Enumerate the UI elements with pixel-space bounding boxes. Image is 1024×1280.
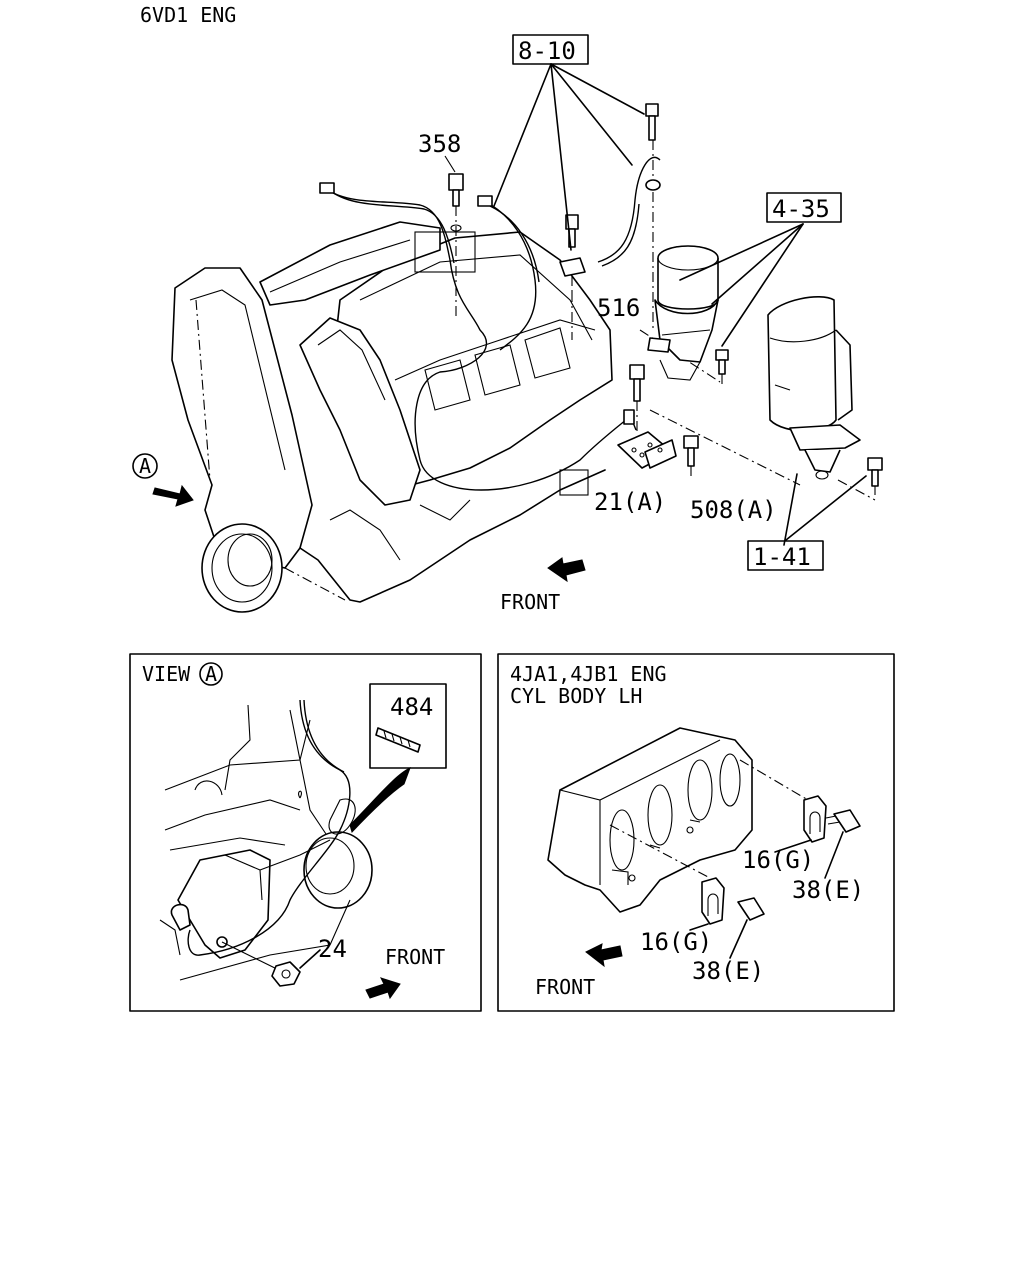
bolt-8-10-mid [559,214,586,296]
callout-38e-lower: 38(E) [692,957,764,985]
view-a-marker-letter: A [139,454,151,478]
bolt-516 [629,364,645,432]
leader-lines-main [444,63,867,546]
callout-358: 358 [418,130,461,158]
bolt-508a [683,435,699,478]
callout-24: 24 [318,935,347,963]
panel-4ja1-title-1: 4JA1,4JB1 ENG [510,662,667,686]
bolt-358 [448,173,464,320]
panel-4ja1-4jb1: 4JA1,4JB1 ENG CYL BODY LH [497,653,895,1012]
bolt-8-10-top [645,103,661,330]
callout-1-41-text: 1-41 [753,543,811,571]
callout-1-41: 1-41 [747,540,824,571]
wiring-harness [319,156,661,491]
callout-16g-upper: 16(G) [742,846,814,874]
panel-view-a: VIEW A 484 24 [129,653,482,1012]
panel-view-a-front: FRONT [385,945,445,969]
panel-4ja1-front: FRONT [535,975,595,999]
callout-508a: 508(A) [690,496,777,524]
canister-assembly [647,245,729,384]
engine-label: 6VD1 ENG [140,3,236,27]
view-a-marker: A [132,453,194,507]
front-arrow-main: FRONT [500,557,586,614]
heat-shield-assembly [767,296,883,501]
engine-assembly [171,221,801,613]
callout-38e-upper: 38(E) [792,876,864,904]
callout-21a: 21(A) [594,488,666,516]
callout-484: 484 [390,693,433,721]
callout-516: 516 [597,294,640,322]
bracket-21a [617,431,677,469]
panel-view-a-title: VIEW [142,662,191,686]
callout-16g-lower: 16(G) [640,928,712,956]
callout-4-35: 4-35 [766,192,842,223]
panel-4ja1-title-2: CYL BODY LH [510,684,642,708]
panel-view-a-marker: A [205,662,217,686]
callout-8-10-text: 8-10 [518,37,576,65]
callout-4-35-text: 4-35 [772,195,830,223]
callout-8-10: 8-10 [512,34,589,65]
front-label-main: FRONT [500,590,560,614]
